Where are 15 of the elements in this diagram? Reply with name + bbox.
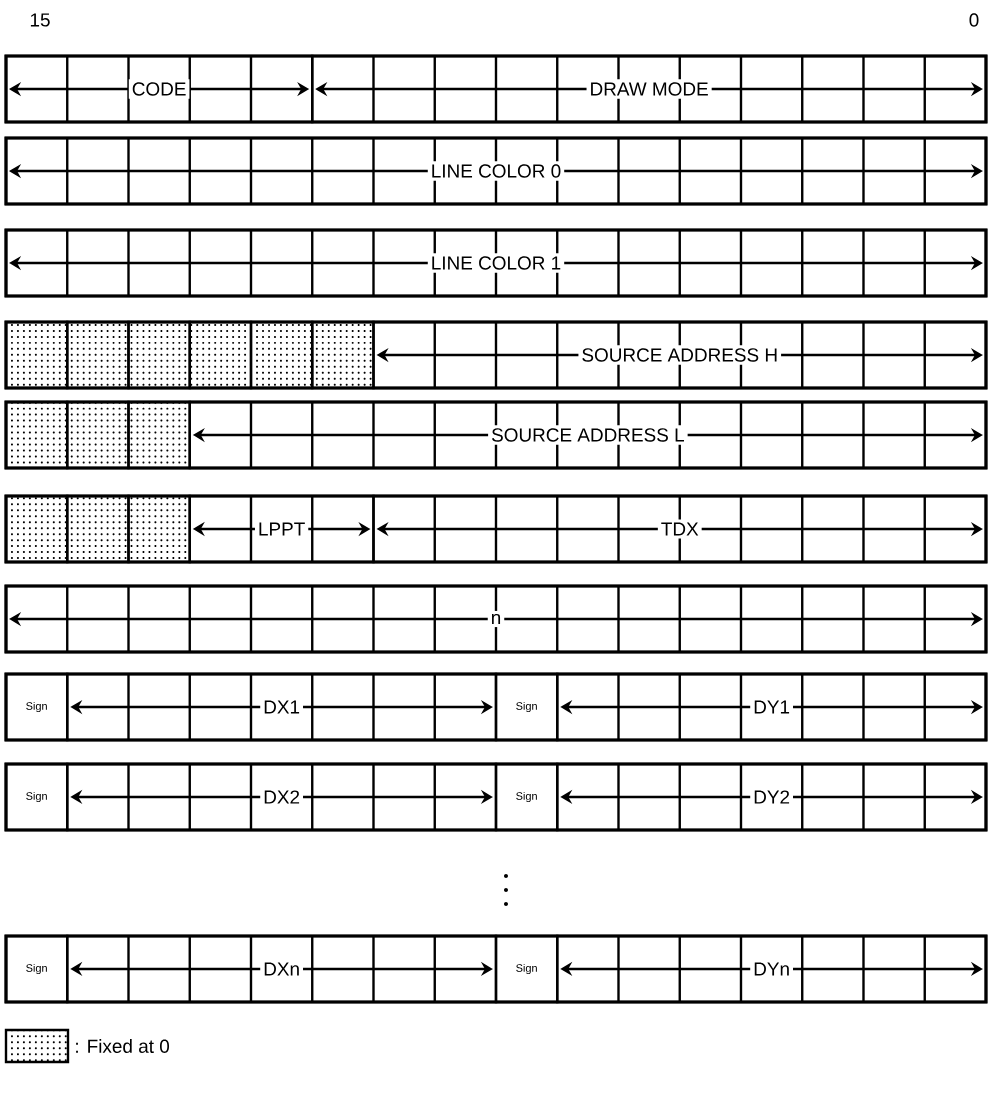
legend-text: : Fixed at 0 [76, 1039, 170, 1053]
bit-field: DYn [556, 934, 988, 1004]
bit-field: DY1 [556, 672, 988, 742]
bit-field: DX1 [66, 672, 498, 742]
bit-field: DXn [66, 934, 498, 1004]
bit-number: 0 [969, 13, 979, 27]
bit-field: SOURCE ADDRESS L [188, 400, 988, 470]
bit-field: CODE [4, 54, 314, 124]
bit-field: TDX [372, 494, 988, 564]
bit-field: SOURCE ADDRESS H [372, 320, 988, 390]
bit-field: DY2 [556, 762, 988, 832]
bit-number: 15 [30, 13, 50, 27]
bit-field: DRAW MODE [311, 54, 988, 124]
bit-field: DX2 [66, 762, 498, 832]
bit-field: LPPT [188, 494, 375, 564]
